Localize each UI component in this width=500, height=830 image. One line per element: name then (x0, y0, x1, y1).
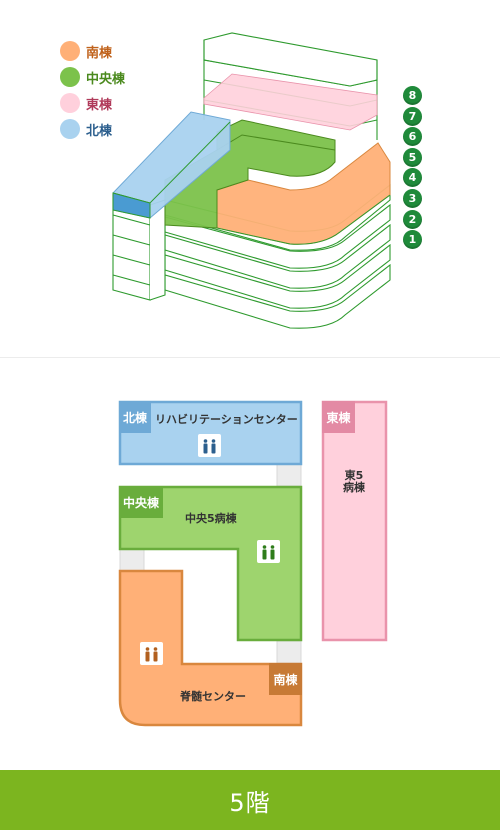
east-tag: 東棟 (322, 401, 355, 433)
east-room-label: 東5病棟 (343, 469, 365, 494)
north-tag: 北棟 (119, 401, 151, 433)
floor-badge-7[interactable]: 7 (403, 106, 422, 126)
legend-item-east: 東棟 (60, 90, 125, 116)
legend: 南棟 中央棟 東棟 北棟 (60, 38, 125, 142)
south-room-label: 脊髄センター (180, 690, 246, 703)
section-divider (0, 357, 500, 358)
floor-badge-3[interactable]: 3 (403, 188, 422, 208)
south-block (118, 569, 303, 727)
floor-badge-4[interactable]: 4 (403, 168, 422, 188)
floor-badge-8[interactable]: 8 (403, 86, 422, 105)
floor-badge-1[interactable]: 1 (403, 230, 422, 250)
floor-title-bar: 5階 (0, 770, 500, 830)
floor-badge-6[interactable]: 6 (403, 127, 422, 147)
floor-badge-5[interactable]: 5 (403, 147, 422, 167)
legend-label: 北棟 (86, 123, 113, 139)
north-room-label: リハビリテーションセンター (155, 413, 298, 426)
legend-item-north: 北棟 (60, 116, 125, 142)
legend-label: 中央棟 (86, 71, 126, 87)
corridor (119, 548, 145, 572)
floor-selector: 8 7 6 5 4 3 2 1 (403, 86, 422, 251)
central-5f-highlight (164, 119, 336, 229)
legend-swatch (60, 93, 80, 113)
legend-swatch (60, 67, 80, 87)
central-tag: 中央棟 (119, 486, 163, 518)
floor-badge-2[interactable]: 2 (403, 209, 422, 229)
legend-swatch (60, 41, 80, 61)
central-room-label: 中央5病棟 (185, 512, 237, 525)
legend-item-south: 南棟 (60, 38, 125, 64)
legend-item-central: 中央棟 (60, 64, 125, 90)
building-isometric-diagram (112, 32, 391, 329)
restroom-icon (140, 642, 163, 665)
east-block (321, 400, 388, 642)
central-block (118, 485, 303, 642)
floor-plan (118, 400, 388, 727)
corridor (276, 640, 302, 664)
south-tag: 南棟 (269, 663, 302, 695)
restroom-icon (257, 540, 280, 563)
floor-title: 5階 (229, 788, 271, 817)
restroom-icon (198, 434, 221, 457)
legend-label: 東棟 (86, 97, 113, 113)
east-5f-highlight (203, 73, 378, 131)
legend-label: 南棟 (86, 45, 113, 61)
legend-swatch (60, 119, 80, 139)
corridor (276, 463, 302, 487)
